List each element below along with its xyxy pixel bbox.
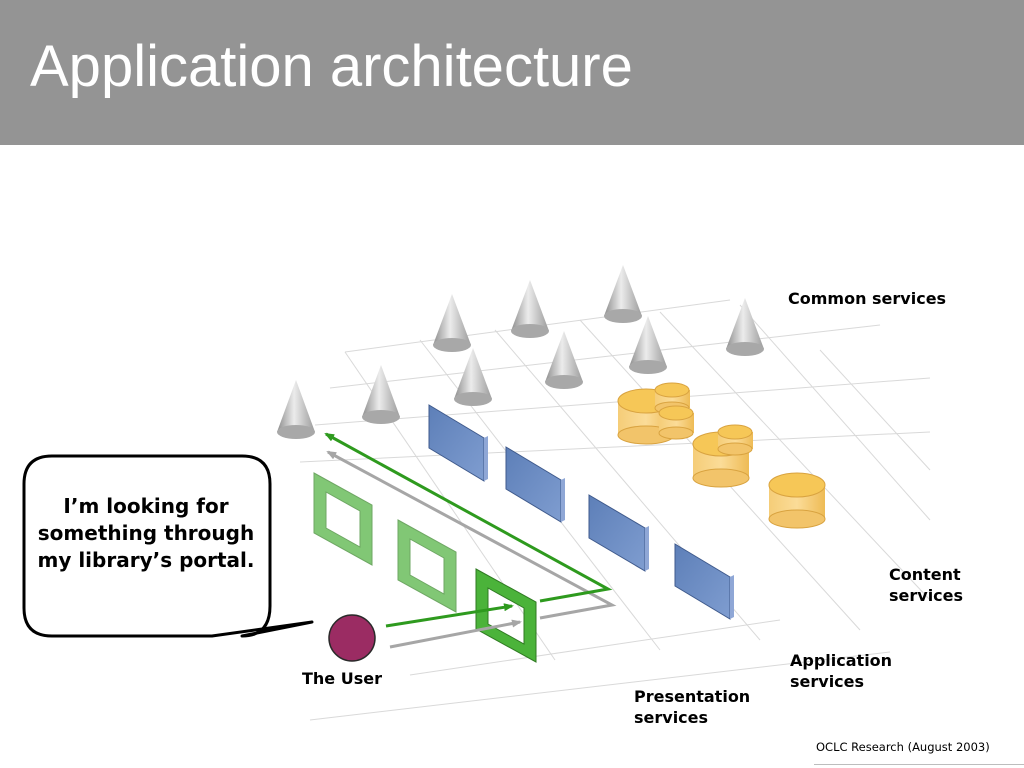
cone-icon: [604, 265, 642, 323]
footer-credit: OCLC Research (August 2003): [816, 740, 990, 754]
cone-icon: [629, 316, 667, 374]
application-panel-icon: [505, 446, 565, 523]
page-title: Application architecture: [30, 34, 633, 99]
application-panel-icon: [588, 494, 649, 572]
database-icon: [717, 424, 753, 456]
presentation-frame-icon: [397, 519, 457, 613]
speech-bubble: [22, 454, 314, 638]
application-services-panels: [428, 404, 734, 620]
cone-icon: [433, 294, 471, 352]
cone-icon: [726, 298, 764, 356]
cone-icon: [454, 348, 492, 406]
database-icon: [768, 472, 826, 529]
footer-divider: [814, 764, 1024, 765]
database-icon: [658, 405, 694, 440]
cone-icon: [362, 365, 400, 424]
presentation-frame-icon: [313, 472, 373, 566]
presentation-frame-icon: [475, 568, 537, 663]
user-avatar: [328, 614, 376, 662]
user-label: The User: [302, 669, 382, 688]
common-services-label: Common services: [788, 289, 947, 308]
content-services-databases: [617, 382, 826, 529]
cone-icon: [277, 380, 315, 439]
common-services-cones: [277, 265, 764, 439]
presentation-services-frames: [313, 472, 537, 663]
database-icon: [692, 431, 750, 488]
application-panel-icon: [674, 543, 734, 620]
request-flow-arrows: [324, 432, 613, 628]
application-panel-icon: [428, 404, 488, 482]
title-bar: Application architecture: [0, 0, 1024, 145]
cone-icon: [511, 280, 549, 338]
shadow-flow-arrows: [326, 450, 617, 649]
speech-bubble-text: I’m looking for something through my lib…: [37, 494, 255, 572]
cone-icon: [545, 331, 583, 389]
